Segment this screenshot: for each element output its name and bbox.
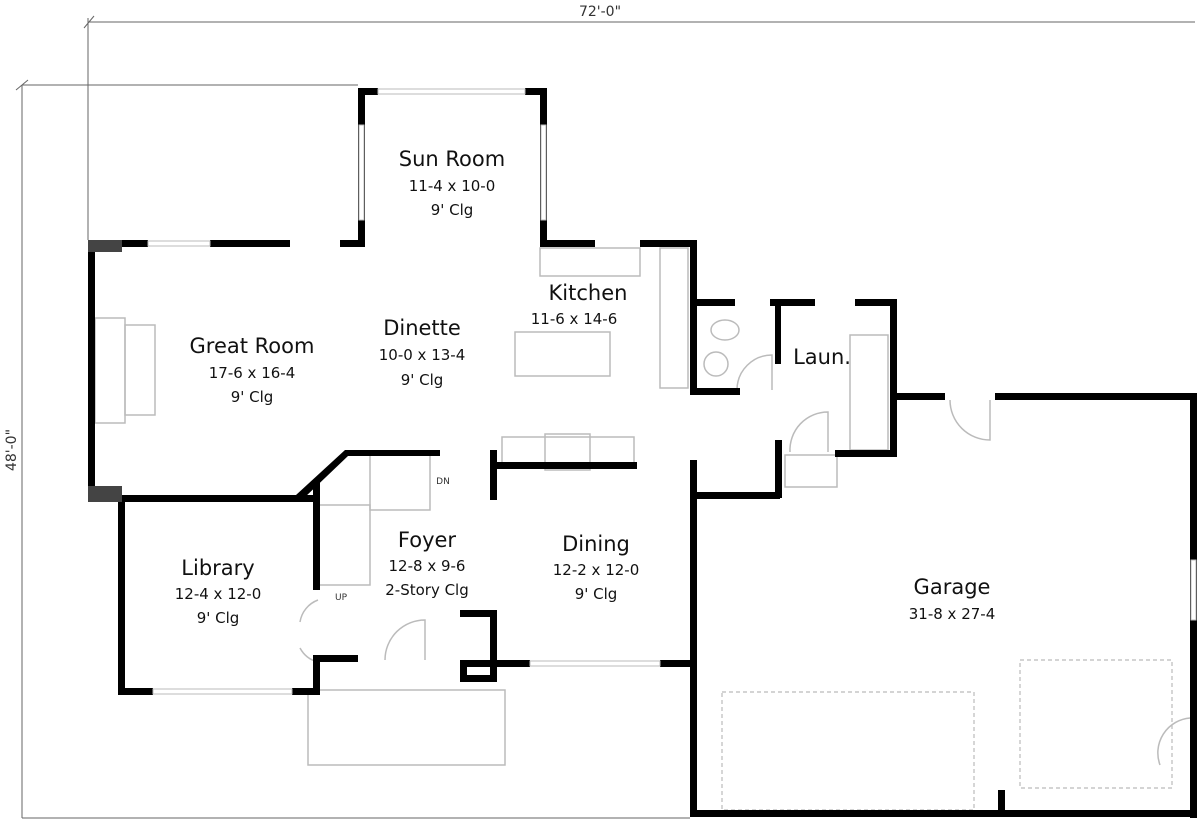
room-ceiling: 2-Story Clg [385, 581, 469, 599]
room-sun-room: Sun Room 11-4 x 10-0 9' Clg [399, 147, 505, 219]
room-dining: Dining 12-2 x 12-0 9' Clg [553, 532, 640, 603]
room-name: Garage [914, 575, 991, 599]
fixtures [94, 247, 1191, 811]
room-ceiling: 9' Clg [231, 388, 274, 406]
room-name: Kitchen [549, 281, 628, 305]
room-ceiling: 9' Clg [197, 609, 240, 627]
room-name: Foyer [398, 528, 457, 552]
room-size: 17-6 x 16-4 [209, 364, 296, 382]
stairs-up-label: UP [335, 593, 348, 603]
room-foyer: Foyer 12-8 x 9-6 2-Story Clg [385, 528, 469, 599]
room-size: 10-0 x 13-4 [379, 346, 466, 364]
room-name: Dining [562, 532, 630, 556]
room-size: 11-6 x 14-6 [531, 310, 618, 328]
room-ceiling: 9' Clg [401, 371, 444, 389]
walls [88, 88, 1197, 818]
room-ceiling: 9' Clg [431, 201, 474, 219]
room-size: 12-2 x 12-0 [553, 561, 640, 579]
room-name: Dinette [383, 316, 461, 340]
windows [147, 88, 1197, 695]
room-name: Great Room [190, 334, 315, 358]
room-name: Library [181, 556, 254, 580]
room-garage: Garage 31-8 x 27-4 [909, 575, 996, 623]
dimension-lines [15, 15, 1195, 819]
stairs-down-label: DN [436, 477, 450, 487]
room-laundry: Laun. [793, 345, 851, 369]
room-size: 12-4 x 12-0 [175, 585, 262, 603]
room-ceiling: 9' Clg [575, 585, 618, 603]
depth-dimension: 48'-0" [4, 429, 20, 471]
width-dimension: 72'-0" [579, 4, 621, 20]
room-name: Sun Room [399, 147, 505, 171]
room-great-room: Great Room 17-6 x 16-4 9' Clg [190, 334, 315, 406]
room-size: 12-8 x 9-6 [389, 557, 466, 575]
room-size: 31-8 x 27-4 [909, 605, 996, 623]
room-library: Library 12-4 x 12-0 9' Clg [175, 556, 262, 627]
room-name: Laun. [793, 345, 851, 369]
room-kitchen: Kitchen 11-6 x 14-6 [531, 281, 628, 328]
room-dinette: Dinette 10-0 x 13-4 9' Clg [379, 316, 466, 389]
room-size: 11-4 x 10-0 [409, 177, 496, 195]
